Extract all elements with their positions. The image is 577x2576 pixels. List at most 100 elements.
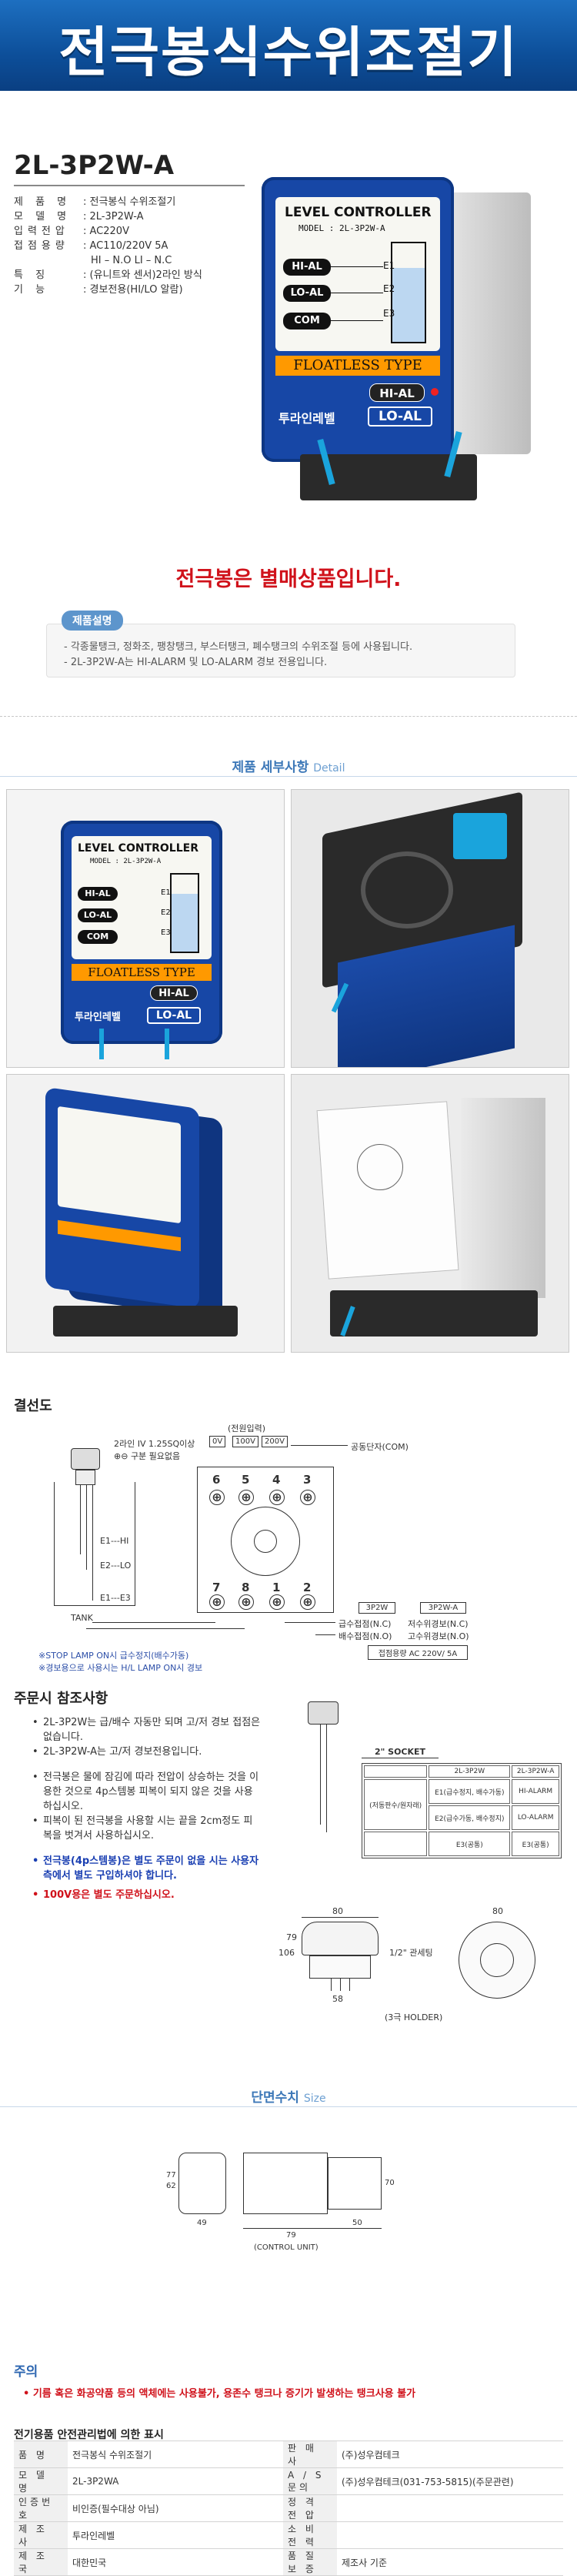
cable-note: 2라인 IV 1.25SQ이상 (114, 1439, 195, 1449)
detail-photo-rear (291, 1074, 569, 1353)
probe-rod (320, 1725, 321, 1825)
terminal-screw: ⊕ (209, 1594, 225, 1610)
device-faceplate: LEVEL CONTROLLER MODEL : 2L-3P2W-A HI-AL… (72, 836, 212, 959)
output-wire (315, 1634, 335, 1635)
common-terminal-label: 공동단자(COM) (351, 1442, 409, 1452)
dim-right-width-total: 79 (286, 2231, 296, 2240)
dim-line (243, 2228, 382, 2229)
holder-dim-top-2: 80 (492, 1906, 503, 1916)
terminal-4: 4 (272, 1473, 281, 1487)
electrode-rod (86, 1485, 87, 1570)
caution-item-blue: 전극봉(4p스템봉)은 별도 주문이 없을 시는 사용자 측에서 별도 구입하셔… (31, 1854, 262, 1883)
wiring-title: 결선도 (14, 1398, 52, 1414)
terminal-screw: ⊕ (300, 1490, 315, 1505)
floatless-type-band: FLOATLESS TYPE (72, 964, 212, 981)
contact-row: 저수위경보(N.C) (408, 1619, 469, 1629)
dim-left-height: 77 (166, 2171, 176, 2180)
unit-socket-outline (328, 2157, 382, 2210)
electrode-e1: E1 (161, 888, 171, 897)
electrode-e2: E2 (383, 283, 395, 294)
socket-row: E2(급수가동, 배수정지) LO-ALARM (364, 1805, 559, 1830)
detail-title-en: Detail (313, 762, 345, 774)
control-unit-caption: (CONTROL UNIT) (254, 2243, 319, 2252)
dual-terminal-icon: ⊕⊖ (114, 1451, 131, 1461)
faceplate-title: LEVEL CONTROLLER (285, 205, 432, 220)
tank-floor (54, 1605, 135, 1606)
model-underline (14, 185, 245, 186)
detail-photo-socket (291, 789, 569, 1068)
socket-header-row: 2L-3P2W 2L-3P2W-A (364, 1765, 559, 1778)
hi-al-indicator: HI-AL (150, 985, 198, 1001)
electrode-label: E1---E3 (100, 1593, 131, 1603)
floatless-type-band: FLOATLESS TYPE (275, 356, 440, 376)
model-heading: 2L-3P2W-A (14, 150, 175, 181)
spec-row: 제 품 명: 전극봉식 수위조절기 (14, 196, 176, 208)
terminal-2: 2 (303, 1581, 312, 1594)
col-3p2wa: 3P2W-A (420, 1602, 466, 1614)
detail-photo-angled (6, 1074, 285, 1353)
terminal-8: 8 (242, 1581, 250, 1594)
wiring-note: ※STOP LAMP ON시 급수정지(배수가동) (38, 1651, 189, 1661)
spec-row: 기 능: 경보전용(HI/LO 알람) (14, 284, 183, 296)
dim-line (302, 1917, 379, 1918)
com-tag: COM (78, 930, 118, 944)
electrode-rod (92, 1485, 93, 1601)
unit-side-outline (243, 2153, 328, 2214)
lo-al-tag: LO-AL (78, 908, 118, 922)
electrode-label: E2---LO (100, 1561, 132, 1571)
safety-title: 전기용품 안전관리법에 의한 표시 (14, 2429, 164, 2441)
voltage-200v: 200V (262, 1436, 288, 1447)
spec-row: 특 징: (유니트와 센서)2라인 방식 (14, 269, 202, 281)
spec-list: 제 품 명: 전극봉식 수위조절기 모 델 명: 2L-3P2W-A 입력전압:… (14, 195, 260, 297)
dimension-underline (0, 2106, 577, 2107)
terminal-screw: ⊕ (269, 1594, 285, 1610)
detail-title: 제품 세부사항 (232, 760, 309, 775)
notice-title: 주의 (14, 2364, 38, 2380)
holder-dim-bottom: 58 (332, 1994, 343, 2004)
voltage-100v: 100V (232, 1436, 258, 1447)
holder-rod (331, 1979, 332, 1991)
faceplate-tank-icon (170, 873, 199, 953)
probe-rod (326, 1725, 327, 1832)
device-rear-side (461, 1098, 545, 1298)
device-shadow (439, 192, 531, 454)
unit-front-outline (178, 2153, 226, 2214)
divider (0, 716, 577, 717)
terminal-screw: ⊕ (209, 1490, 225, 1505)
device-angled-faceplate (58, 1106, 181, 1224)
dimension-section-title: 단면수치 Size (0, 2086, 577, 2106)
holder-top-view-inner (480, 1943, 514, 1977)
dim-left-height-2: 62 (166, 2182, 176, 2190)
detail-section-title: 제품 세부사항 Detail (0, 756, 577, 775)
common-wire (291, 1445, 348, 1446)
socket-table: 2L-3P2W 2L-3P2W-A (저동판수/원자래) E1(급수정지, 배수… (362, 1763, 562, 1858)
holder-dim-side: 79 (286, 1932, 297, 1942)
electrode-e3: E3 (383, 308, 395, 319)
probe-fitting-label: 1/2" 관세팅 (389, 1948, 433, 1958)
caution-item: 2L-3P2W-A는 고/저 경보전용입니다. (31, 1745, 262, 1759)
product-detail-page: 전극봉식수위조절기 2L-3P2W-A 제 품 명: 전극봉식 수위조절기 모 … (0, 0, 577, 2511)
terminal-screw: ⊕ (269, 1490, 285, 1505)
voltage-0v: 0V (209, 1436, 226, 1447)
notice-text: • 기름 혹은 화공약품 등의 액체에는 사용불가, 용존수 탱크나 증기가 발… (23, 2388, 416, 2400)
holder-dim-top: 80 (332, 1906, 343, 1916)
electrode-label: E1---HI (100, 1536, 129, 1546)
terminal-screw: ⊕ (300, 1594, 315, 1610)
spec-row: 입력전압: AC220V (14, 226, 129, 237)
terminal-5: 5 (242, 1473, 250, 1487)
description-line: - 각종물탱크, 정화조, 팽창탱크, 부스터탱크, 폐수탱크의 수위조절 등에… (64, 641, 413, 653)
holder-cap (302, 1922, 379, 1955)
caution-item: 전극봉은 물에 잠김에 따라 전압이 상승하는 것을 이용한 것으로 4p스템봉… (31, 1770, 262, 1814)
sensor-wire (92, 1622, 215, 1623)
caution-item: 피복이 된 전극봉을 사용할 시는 끝을 2cm정도 피복을 벗겨서 사용하십시… (31, 1814, 262, 1843)
socket-clip (165, 1029, 169, 1059)
spec-row: 접점용량: AC110/220V 5A (14, 240, 168, 252)
electrode-e3: E3 (161, 928, 171, 937)
device-faceplate: LEVEL CONTROLLER MODEL : 2L-3P2W-A HI-AL… (275, 197, 440, 351)
holder-base (309, 1955, 371, 1979)
description-line: - 2L-3P2W-A는 HI-ALARM 및 LO-ALARM 경보 전용입니… (64, 657, 328, 668)
